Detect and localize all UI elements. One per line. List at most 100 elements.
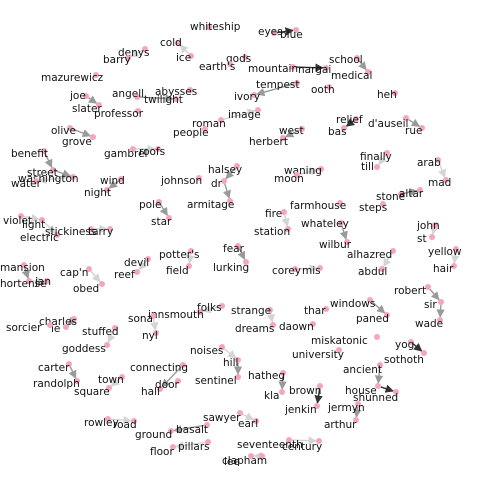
node-dot: [403, 115, 409, 121]
node-dot: [251, 92, 257, 98]
word-node-wilbur: wilbur: [319, 239, 352, 251]
node-dot: [318, 166, 324, 172]
edge-fear-to-lurking: [237, 248, 246, 261]
word-node-twilight: twilight: [144, 94, 183, 106]
word-label: noises: [190, 345, 223, 357]
edge-light-to-electric: [43, 221, 56, 234]
node-dot: [106, 385, 112, 391]
word-node-halsey: halsey: [208, 163, 242, 176]
node-dot: [197, 309, 203, 315]
word-node-barry: barry: [103, 54, 131, 66]
edge-mansion-to-hortense: [21, 267, 30, 279]
word-label: wind: [100, 175, 125, 187]
word-node-hill: hill: [223, 357, 241, 369]
word-label: yellow: [428, 246, 462, 258]
edge-potter-s-to-field: [186, 253, 195, 264]
word-node-ground: ground: [135, 428, 174, 441]
word-node-robert: robert: [394, 284, 431, 297]
word-label: miskatonic: [311, 335, 368, 347]
word-node-altar: altar: [399, 187, 424, 200]
word-node-mad: mad: [428, 177, 451, 189]
node-dot: [292, 266, 298, 272]
word-label: connecting: [130, 362, 188, 374]
word-node-paned: paned: [356, 312, 390, 325]
word-node-ancient: ancient: [343, 362, 383, 376]
node-dot: [429, 234, 435, 240]
word-node-thar: thar: [304, 305, 329, 317]
word-node-rue: rue: [405, 125, 425, 137]
edge-ice-to-cold: [179, 44, 190, 55]
edge-stone-to-altar: [403, 188, 418, 197]
word-node-le: le: [51, 323, 69, 335]
word-label: relief: [336, 114, 363, 126]
word-node-shunned: shunned: [353, 389, 399, 404]
word-label: daown: [279, 321, 314, 333]
word-node-seventeenth: seventeenth: [237, 437, 303, 451]
node-dot: [70, 174, 76, 180]
word-node-hair: hair: [433, 263, 457, 275]
node-dot: [41, 148, 47, 154]
word-node-station: station: [254, 226, 291, 238]
node-dot: [47, 322, 53, 328]
word-label: sentinel: [195, 375, 237, 387]
node-dot: [235, 357, 241, 363]
word-node-grove: grove: [62, 134, 96, 148]
node-dot: [166, 215, 172, 221]
word-node-west: west: [279, 125, 305, 137]
word-node-miskatonic: miskatonic: [311, 334, 380, 347]
word-label: electric: [20, 232, 59, 244]
edge-town-to-square: [110, 377, 121, 387]
word-node-sona: sona: [128, 313, 156, 325]
node-dot: [157, 386, 163, 392]
node-dot: [219, 344, 225, 350]
word-label: thar: [304, 305, 326, 317]
word-node-jermyn: jermyn: [327, 401, 365, 414]
edge-windows-to-paned: [371, 301, 386, 314]
word-node-whateley: whateley: [301, 218, 349, 230]
word-label: jermyn: [327, 402, 365, 414]
word-label: yog: [395, 339, 414, 351]
word-label: ooth: [311, 84, 335, 96]
word-node-sothoth: sothoth: [384, 350, 427, 366]
node-dot: [67, 125, 73, 131]
word-label: ground: [135, 429, 172, 441]
node-dot: [86, 266, 92, 272]
word-label: randolph: [33, 378, 80, 390]
word-node-innsmouth: innsmouth: [148, 309, 204, 321]
word-label: sir: [424, 299, 437, 311]
word-label: clapham: [222, 455, 267, 467]
word-label: people: [173, 127, 209, 139]
node-dot: [134, 94, 140, 100]
word-label: light: [22, 219, 45, 231]
word-node-light: light: [22, 217, 45, 231]
node-dot: [234, 163, 240, 169]
word-label: innsmouth: [148, 309, 204, 321]
word-label: windows: [330, 298, 375, 310]
word-label: arthur: [324, 419, 357, 431]
word-label: stickiness: [45, 226, 96, 238]
word-node-waning: waning: [284, 165, 324, 177]
word-node-hall: hall: [141, 386, 163, 398]
word-label: field: [166, 265, 189, 277]
node-dot: [235, 374, 241, 380]
node-dot: [196, 175, 202, 181]
word-label: eyes: [258, 26, 283, 38]
word-node-relief: relief: [336, 114, 363, 126]
word-label: violet: [3, 215, 32, 227]
word-label: hortense: [0, 278, 47, 290]
word-label: sona: [128, 313, 153, 325]
node-dot: [186, 263, 192, 269]
node-dot: [145, 256, 151, 262]
word-node-road: road: [113, 418, 137, 431]
word-node-floor: floor: [150, 444, 176, 458]
word-label: johnson: [160, 175, 202, 187]
word-label: finally: [360, 151, 392, 163]
node-dot: [286, 437, 292, 443]
word-label: olive: [51, 125, 76, 137]
word-label: abysses: [155, 86, 197, 98]
node-dot: [316, 438, 322, 444]
word-label: pillars: [178, 441, 210, 453]
node-dot: [323, 306, 329, 312]
word-label: roofs: [139, 146, 165, 158]
